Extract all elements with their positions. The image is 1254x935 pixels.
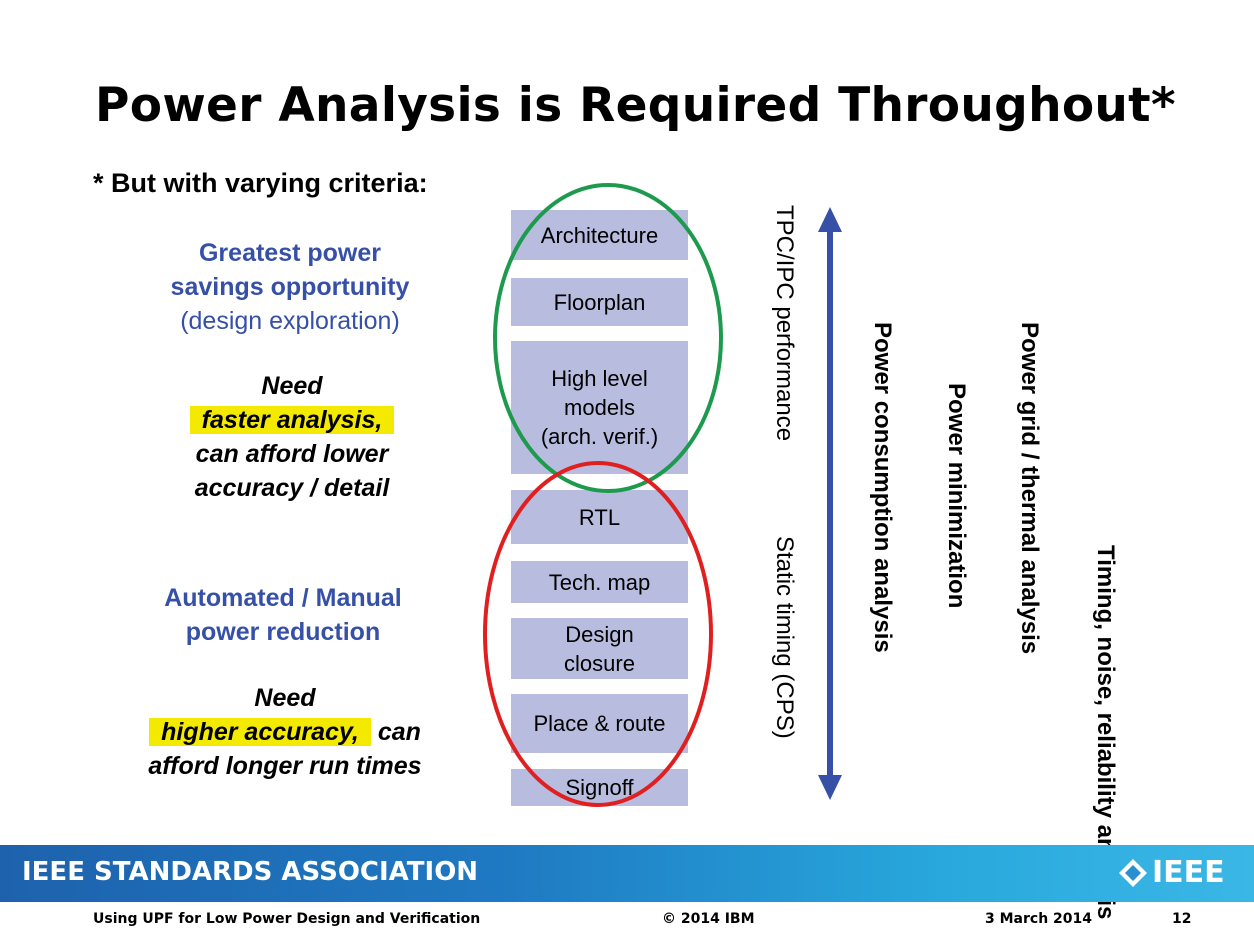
need-higher-block: Need higher accuracy, can afford longer … bbox=[110, 681, 460, 783]
stage-floorplan: Floorplan bbox=[511, 278, 688, 326]
footer-bar bbox=[0, 845, 1254, 902]
need2-line-1: Need bbox=[254, 684, 316, 712]
arrow-down-head bbox=[818, 775, 842, 800]
footer-page-number: 12 bbox=[1172, 911, 1192, 927]
stage-place-route-label: Place & route bbox=[533, 711, 666, 736]
ieee-diamond-icon bbox=[1119, 858, 1147, 887]
stage-techmap-label: Tech. map bbox=[548, 569, 651, 595]
need1-line-1: Need bbox=[261, 372, 323, 400]
need1-highlight: faster analysis, bbox=[189, 406, 395, 434]
bottom-blue-line-1: Automated / Manual bbox=[164, 584, 402, 612]
footer-talk-title: Using UPF for Low Power Design and Verif… bbox=[93, 911, 481, 927]
top-paren-line: (design exploration) bbox=[180, 307, 400, 335]
static-timing-label: Static timing (CPS) bbox=[771, 536, 798, 739]
need1-line-3: can afford lower bbox=[195, 440, 389, 468]
green-ellipse bbox=[493, 183, 723, 493]
ieee-sa-wordmark: IEEE STANDARDS ASSOCIATION bbox=[22, 857, 479, 887]
timing-line-1: Timing, noise, bbox=[1092, 545, 1119, 706]
stage-floorplan-label: Floorplan bbox=[553, 289, 646, 315]
stage-dc-line-1: Design bbox=[565, 621, 634, 647]
stage-tech-map: Tech. map bbox=[511, 561, 688, 603]
slide-subtitle: * But with varying criteria: bbox=[93, 168, 428, 198]
arrow-up-head bbox=[818, 207, 842, 232]
stage-design-closure: Design closure bbox=[511, 618, 688, 679]
stage-signoff: Signoff bbox=[511, 769, 688, 806]
stage-hl-line-3: (arch. verif.) bbox=[540, 424, 659, 449]
tpc-ipc-label: TPC/IPC performance bbox=[771, 205, 798, 442]
top-blue-line-2: savings opportunity bbox=[170, 273, 410, 301]
power-consumption-label: Power consumption analysis bbox=[869, 322, 896, 653]
power-minimization-label: Power minimization bbox=[943, 383, 970, 609]
bottom-blue-line-2: power reduction bbox=[185, 618, 381, 646]
top-blue-line-1: Greatest power bbox=[198, 239, 381, 267]
ieee-logo: IEEE bbox=[1118, 855, 1225, 890]
stage-place-route: Place & route bbox=[511, 694, 688, 753]
top-opportunity-text: Greatest power savings opportunity (desi… bbox=[140, 236, 440, 338]
stage-signoff-label: Signoff bbox=[565, 775, 634, 800]
stage-architecture: Architecture bbox=[511, 210, 688, 260]
footer-copyright: © 2014 IBM bbox=[662, 911, 755, 927]
stage-architecture-label: Architecture bbox=[540, 222, 659, 248]
stage-hl-line-1: High level bbox=[551, 366, 648, 391]
stage-high-level-models: High level models (arch. verif.) bbox=[511, 341, 688, 474]
need2-highlight: higher accuracy, bbox=[149, 718, 371, 746]
need-faster-block: Need faster analysis, can afford lower a… bbox=[142, 369, 442, 505]
stage-rtl: RTL bbox=[511, 490, 688, 544]
red-ellipse bbox=[483, 461, 713, 807]
slide-title: Power Analysis is Required Throughout* bbox=[95, 78, 1176, 133]
power-grid-label: Power grid / thermal analysis bbox=[1016, 322, 1043, 655]
footer-date: 3 March 2014 bbox=[985, 911, 1093, 927]
ieee-logo-text: IEEE bbox=[1152, 855, 1225, 890]
need1-line-4: accuracy / detail bbox=[194, 474, 390, 502]
stage-rtl-label: RTL bbox=[578, 504, 621, 530]
need2-tail: can bbox=[370, 718, 421, 746]
need2-line-3: afford longer run times bbox=[148, 752, 422, 780]
stage-dc-line-2: closure bbox=[564, 650, 635, 676]
stage-hl-line-2: models bbox=[564, 395, 635, 420]
bottom-reduction-text: Automated / Manual power reduction bbox=[133, 581, 433, 649]
